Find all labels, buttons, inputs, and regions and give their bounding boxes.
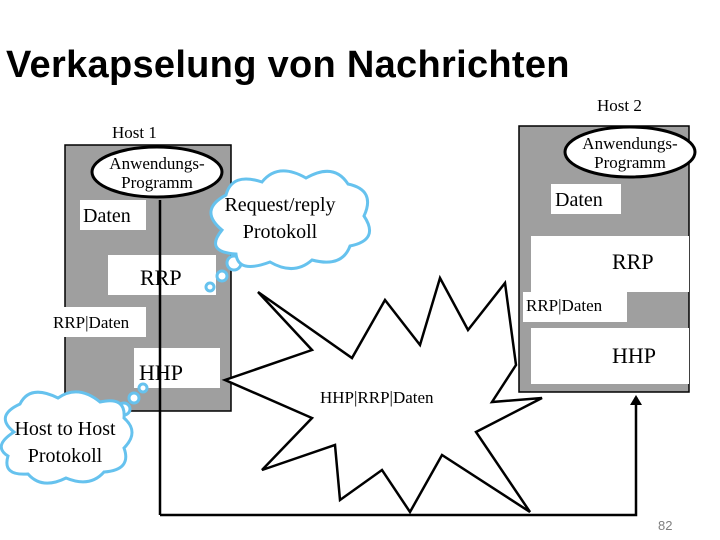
host1-rrp-area: [108, 255, 216, 295]
host1-data-area: [80, 200, 146, 230]
host1-rrpdata-area: [50, 307, 146, 337]
host1-app-line1: Anwendungs-: [109, 154, 205, 173]
host-to-host-line2: Protokoll: [27, 445, 103, 467]
arrow-head: [630, 395, 642, 405]
host-to-host-line1: Host to Host: [14, 418, 116, 440]
host2-label: Host 2: [597, 96, 642, 115]
host1-rrp-data: RRP|Daten: [53, 313, 130, 332]
host1-app-line2: Programm: [121, 173, 193, 192]
host1-app-ellipse: [90, 145, 224, 199]
network-packet-label: HHP|RRP|Daten: [318, 388, 436, 407]
slide-title: Verkapselung von Nachrichten: [6, 44, 570, 86]
host2-app-line1: Anwendungs-: [582, 134, 678, 153]
host2-data: Daten: [555, 189, 603, 211]
request-reply-callout: [204, 169, 372, 293]
host2-rrp-area: [531, 236, 689, 292]
page-number: 82: [658, 518, 673, 533]
host1-data: Daten: [83, 205, 131, 227]
request-reply-line2: Protokoll: [242, 221, 318, 243]
host2-data-area: [551, 184, 621, 214]
host2-hhp: HHP: [612, 343, 657, 368]
host2-app-line2: Programm: [594, 153, 666, 172]
host2-rrpdata-area: [523, 292, 627, 322]
request-reply-line1: Request/reply: [224, 194, 336, 216]
network-line: [160, 397, 638, 517]
host2-app-ellipse: [563, 125, 697, 179]
host-to-host-callout: [0, 382, 149, 485]
host1-rrp: RRP: [140, 265, 182, 290]
host1-label: Host 1: [112, 123, 157, 142]
host2-hhp-area: [531, 328, 689, 384]
host1-hhp-area: [134, 348, 220, 388]
host2-rrp-data: RRP|Daten: [526, 296, 603, 315]
host1-hhp: HHP: [139, 360, 184, 385]
host2-rrp: RRP: [612, 249, 654, 274]
